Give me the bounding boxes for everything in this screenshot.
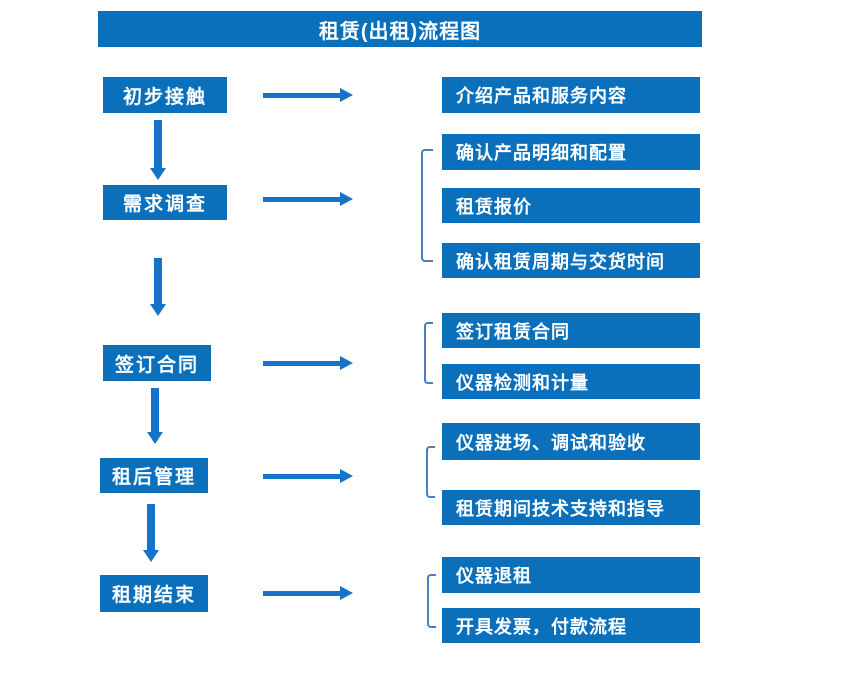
down-arrow-3 xyxy=(147,388,163,444)
group-bracket-sign-contract xyxy=(424,322,433,384)
group-bracket-post-rental xyxy=(426,446,435,498)
detail-instrument-return: 仪器退租 xyxy=(442,557,700,593)
down-arrow-4 xyxy=(143,504,159,562)
group-bracket-demand-survey xyxy=(421,149,433,262)
right-arrow-row3 xyxy=(263,356,353,370)
group-bracket-rental-end xyxy=(427,574,436,628)
page-title: 租赁(出租)流程图 xyxy=(98,11,702,47)
down-arrow-2 xyxy=(150,258,166,316)
detail-rental-quotation: 租赁报价 xyxy=(442,188,700,223)
down-arrow-1 xyxy=(150,120,166,180)
detail-sign-rental-contract: 签订租赁合同 xyxy=(442,313,700,348)
step-sign-contract: 签订合同 xyxy=(103,345,211,381)
detail-confirm-period: 确认租赁周期与交货时间 xyxy=(442,243,700,278)
detail-introduce-products: 介绍产品和服务内容 xyxy=(442,77,700,113)
step-post-rental-management: 租后管理 xyxy=(100,458,208,493)
detail-tech-support: 租赁期间技术支持和指导 xyxy=(442,490,700,525)
detail-instrument-testing: 仪器检测和计量 xyxy=(442,364,700,399)
step-initial-contact: 初步接触 xyxy=(103,77,227,113)
right-arrow-row2 xyxy=(263,192,353,206)
detail-confirm-product-spec: 确认产品明细和配置 xyxy=(442,134,700,170)
step-rental-end: 租期结束 xyxy=(100,575,208,612)
step-demand-survey: 需求调查 xyxy=(103,185,227,220)
detail-invoice-payment: 开具发票，付款流程 xyxy=(442,608,700,643)
detail-instrument-setup: 仪器进场、调试和验收 xyxy=(442,423,700,460)
right-arrow-row1 xyxy=(263,88,353,102)
right-arrow-row4 xyxy=(263,469,353,483)
right-arrow-row5 xyxy=(263,586,353,600)
